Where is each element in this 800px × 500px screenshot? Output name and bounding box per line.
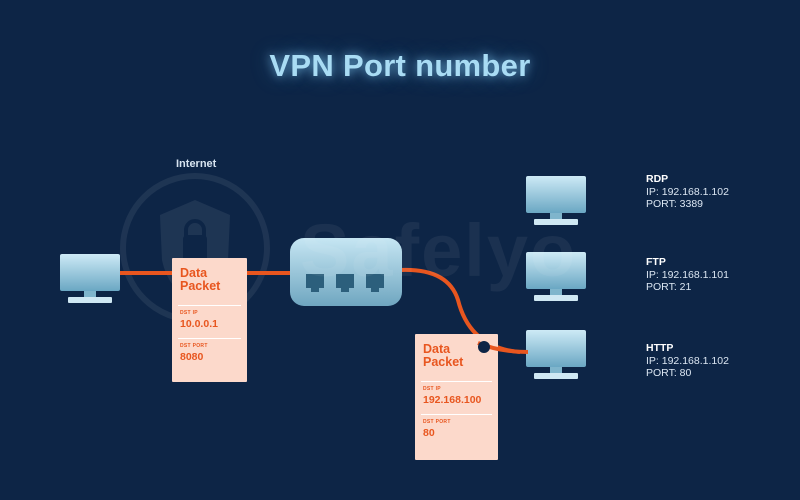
server-ip: IP: 192.168.1.102 bbox=[646, 185, 729, 198]
data-packet-inbound: Data Packet DST IP 192.168.100 DST PORT … bbox=[415, 334, 498, 460]
http-server-info: HTTP IP: 192.168.1.102 PORT: 80 bbox=[646, 342, 729, 380]
server-ip: IP: 192.168.1.102 bbox=[646, 354, 729, 367]
server-port: PORT: 21 bbox=[646, 281, 692, 293]
internet-label: Internet bbox=[176, 158, 217, 170]
rdp-server-icon bbox=[526, 176, 586, 225]
client-computer-icon bbox=[60, 254, 120, 303]
http-server-icon bbox=[526, 330, 586, 379]
packet-port-value: 80 bbox=[423, 427, 435, 439]
page-title: VPN Port number bbox=[269, 48, 531, 83]
data-packet-outbound: Data Packet DST IP 10.0.0.1 DST PORT 808… bbox=[172, 258, 247, 382]
ftp-server-icon bbox=[526, 252, 586, 301]
server-ip: IP: 192.168.1.101 bbox=[646, 268, 729, 281]
server-name: HTTP bbox=[646, 342, 674, 354]
packet-divider bbox=[421, 381, 492, 382]
packet-port-label: DST PORT bbox=[423, 419, 451, 425]
ftp-server-info: FTP IP: 192.168.1.101 PORT: 21 bbox=[646, 256, 729, 294]
packet-title: Data Packet bbox=[180, 266, 221, 293]
packet-divider bbox=[178, 305, 241, 306]
server-port: PORT: 3389 bbox=[646, 198, 704, 210]
packet-ip-value: 192.168.100 bbox=[423, 394, 482, 406]
packet-ip-label: DST IP bbox=[423, 386, 441, 392]
server-name: FTP bbox=[646, 256, 666, 268]
packet-divider bbox=[421, 414, 492, 415]
network-switch-icon bbox=[290, 238, 402, 306]
packet-ip-label: DST IP bbox=[180, 310, 198, 316]
server-port: PORT: 80 bbox=[646, 367, 692, 379]
watermark-text: Safelyo bbox=[300, 209, 578, 292]
server-name: RDP bbox=[646, 173, 669, 185]
packet-title: Data Packet bbox=[423, 342, 464, 369]
packet-port-label: DST PORT bbox=[180, 343, 208, 349]
packet-ip-value: 10.0.0.1 bbox=[180, 318, 218, 330]
packet-port-value: 8080 bbox=[180, 351, 204, 363]
rdp-server-info: RDP IP: 192.168.1.102 PORT: 3389 bbox=[646, 173, 729, 211]
packet-divider bbox=[178, 338, 241, 339]
